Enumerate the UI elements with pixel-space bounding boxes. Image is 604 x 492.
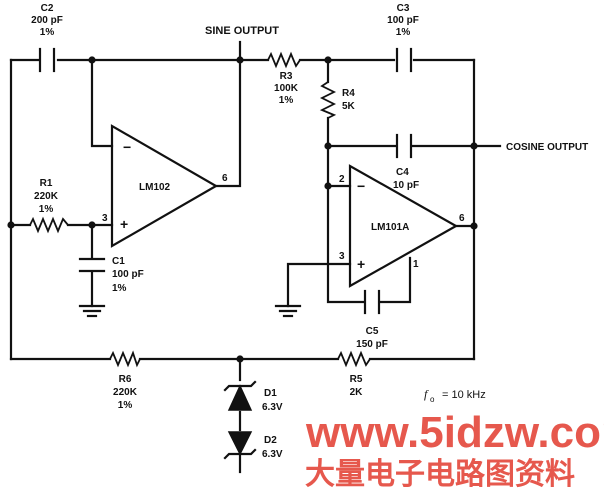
c2-value: 200 pF [31, 15, 63, 26]
c1-name: C1 [112, 256, 125, 267]
zener-diode-d1 [223, 380, 257, 411]
d1-name: D1 [264, 388, 277, 399]
frequency-note: f o = 10 kHz [424, 387, 486, 404]
junction-dot [236, 56, 244, 64]
r4-value: 5K [342, 101, 356, 112]
ground-symbol [78, 304, 106, 318]
u2-plus-sign: + [357, 256, 365, 272]
capacitor-c2 [38, 47, 56, 73]
d2-value: 6.3V [262, 449, 283, 460]
c1-value: 100 pF [112, 269, 144, 280]
junction-dot [236, 355, 244, 363]
resistor-r3 [267, 51, 301, 69]
c3-tolerance: 1% [396, 27, 411, 38]
c2-name: C2 [41, 3, 54, 14]
u1-label: LM102 [139, 182, 171, 193]
zener-diode-d2 [223, 431, 257, 460]
u1-plus-sign: + [120, 216, 128, 232]
junction-dot [7, 221, 15, 229]
c3-name: C3 [397, 3, 410, 14]
ground-symbol [274, 304, 302, 318]
r5-value: 2K [350, 387, 364, 398]
r5-name: R5 [350, 374, 363, 385]
resistor-r6 [109, 350, 141, 368]
opamp-lm102 [110, 124, 219, 248]
u1-pin6: 6 [222, 173, 228, 184]
r3-name: R3 [280, 71, 293, 82]
junctions [7, 56, 478, 363]
junction-dot [470, 142, 478, 150]
c1-tolerance: 1% [112, 283, 127, 294]
r6-value: 220K [113, 387, 138, 398]
resistor-r4 [319, 81, 337, 119]
junction-dot [324, 142, 332, 150]
r3-tolerance: 1% [279, 95, 294, 106]
capacitor-c5 [363, 289, 381, 315]
freq-symbol: f [424, 387, 429, 401]
c4-name: C4 [396, 167, 409, 178]
freq-subscript: o [430, 395, 435, 404]
u1-pin3: 3 [102, 213, 108, 224]
r6-name: R6 [119, 374, 132, 385]
c2-tolerance: 1% [40, 27, 55, 38]
junction-dot [324, 56, 332, 64]
opamp-lm101a [348, 164, 459, 288]
u1-minus-sign: − [123, 139, 131, 155]
junction-dot [88, 56, 96, 64]
d1-value: 6.3V [262, 402, 283, 413]
u2-pin6: 6 [459, 213, 465, 224]
c5-value: 150 pF [356, 339, 388, 350]
capacitor-c3 [395, 47, 413, 73]
cosine-output-label: COSINE OUTPUT [506, 142, 588, 153]
capacitor-c1 [78, 257, 106, 273]
junction-dot [88, 221, 96, 229]
watermark-url: www.5idzw.com [305, 408, 604, 457]
capacitor-c4 [395, 133, 413, 159]
junction-dot [324, 182, 332, 190]
freq-value: = 10 kHz [442, 389, 486, 401]
r4-name: R4 [342, 88, 355, 99]
c4-value: 10 pF [393, 180, 419, 191]
r3-value: 100K [274, 83, 299, 94]
u2-label: LM101A [371, 222, 409, 233]
resistor-r5 [337, 350, 371, 368]
u2-pin3: 3 [339, 251, 345, 262]
r6-tolerance: 1% [118, 400, 133, 411]
junction-dot [470, 222, 478, 230]
sine-output-label: SINE OUTPUT [205, 25, 279, 37]
c5-name: C5 [366, 326, 379, 337]
r1-value: 220K [34, 191, 59, 202]
u2-minus-sign: − [357, 178, 365, 194]
c3-value: 100 pF [387, 15, 419, 26]
u2-pin2: 2 [339, 174, 345, 185]
r1-name: R1 [40, 178, 53, 189]
watermark-chinese: 大量电子电路图资料 [305, 457, 575, 492]
r1-tolerance: 1% [39, 204, 54, 215]
u2-pin1: 1 [413, 259, 419, 270]
d2-name: D2 [264, 435, 277, 446]
resistor-r1 [29, 216, 69, 234]
